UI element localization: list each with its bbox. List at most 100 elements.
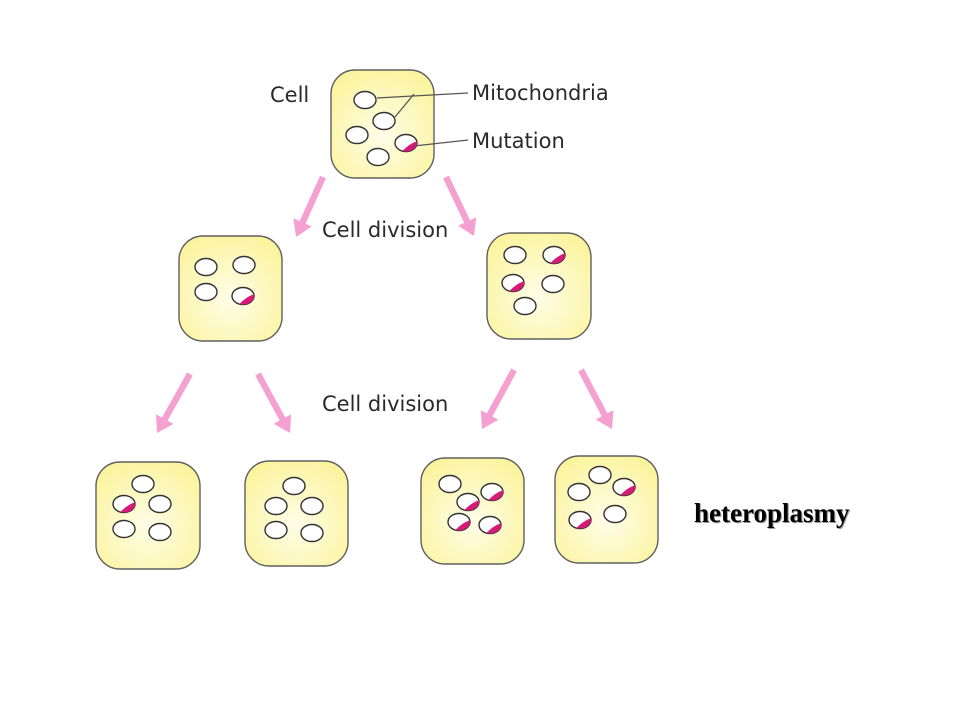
mutated-mitochondrion [480,482,504,502]
mitochondrion-body [282,476,306,496]
mitochondrion [372,111,396,131]
cell-division-label-1: Cell division [322,218,448,242]
mitochondrion [353,90,377,110]
mutation-mark [464,500,480,511]
cell-body [244,460,349,567]
mitochondrion [345,125,369,145]
cell-gen1-left [178,235,283,342]
mitochondrion [194,282,218,302]
mitochondrion-body [366,147,390,167]
mitochondrion-body [567,482,591,502]
mutation-mark [620,485,636,496]
mutated-mitochondrion [612,477,636,497]
mitochondrion [148,494,172,514]
division-arrow [480,368,517,429]
mutation-label: Mutation [472,129,565,153]
mutation-mark [455,520,471,531]
mitochondrion [300,496,324,516]
mitochondrion-body [541,274,565,294]
mutation-mark [402,141,418,152]
mutation-mark [486,523,502,534]
mitochondrion [588,465,612,485]
mitochondrion-body [588,465,612,485]
mutated-mitochondrion [478,515,502,535]
mitochondrion-body [148,522,172,542]
mitochondrion [567,482,591,502]
mitochondrion [503,245,527,265]
cell-gen2-4-mitochondria [567,465,636,530]
mitochondrion [366,147,390,167]
mutated-mitochondrion [231,286,255,306]
mitochondrion-body [513,296,537,316]
mitochondrion-body [372,111,396,131]
mitochondrion-body [345,125,369,145]
cell-division-label-2: Cell division [322,392,448,416]
mutated-mitochondrion [501,273,525,293]
mitochondrion-body [232,255,256,275]
division-arrows [156,175,614,433]
mutation-mark [509,281,525,292]
heteroplasmy-label: heteroplasmy [694,498,850,528]
mitochondrion [112,519,136,539]
cell-body [178,235,283,342]
mitochondria-layer [112,90,636,543]
division-arrow [156,372,193,433]
cell-gen2-3-mitochondria [438,474,504,535]
mitochondrion-body [194,257,218,277]
mutation-mark [576,518,592,529]
mitochondrion [148,522,172,542]
mitochondrion [513,296,537,316]
division-arrow [255,372,292,433]
mitochondrion [300,523,324,543]
mitochondrion-body [264,520,288,540]
mitochondrion [194,257,218,277]
mitochondrion-body [503,245,527,265]
leader-lines [376,92,469,147]
mutation-leader-line [413,139,469,147]
mitochondrion [282,476,306,496]
mitochondrion-body [131,474,155,494]
mutation-mark [488,490,504,501]
cell-gen1-left-mitochondria [194,255,256,306]
mitochondrion [232,255,256,275]
cell-label: Cell [270,83,309,107]
cell-gen2-2-mitochondria [264,476,324,543]
mitochondrion-body [194,282,218,302]
mutation-mark [120,502,136,513]
mitochondrion-body [148,494,172,514]
cell-body [420,457,525,565]
cell-gen1-right-mitochondria [501,245,566,316]
mutated-mitochondrion [394,133,418,153]
mutated-mitochondrion [112,494,136,514]
mitochondrion [541,274,565,294]
mitochondria-leader-line-2 [394,93,415,118]
mitochondrion-body [603,504,627,524]
division-arrow [443,175,477,236]
cell-gen2-1-mitochondria [112,474,172,542]
cell-body [95,461,201,570]
mitochondrion [264,520,288,540]
mitochondria-leader-line [376,92,469,99]
mitochondrion [264,496,288,516]
mutated-mitochondrion [568,510,592,530]
mutated-mitochondrion [447,512,471,532]
cell-gen2-2 [244,460,349,567]
mitochondrion-body [438,474,462,494]
mitochondrion-body [264,496,288,516]
cell-gen2-1 [95,461,201,570]
cell-parent-mitochondria [345,90,418,167]
mitochondrion-body [300,496,324,516]
mitochondrion-body [112,519,136,539]
mutation-mark [239,294,255,305]
cell-gen2-3 [420,457,525,565]
mitochondrion-body [300,523,324,543]
mutated-mitochondrion [542,245,566,265]
mitochondrion [603,504,627,524]
division-arrow [293,175,326,237]
mutated-mitochondrion [456,492,480,512]
mutation-mark [550,253,566,264]
mitochondrion [131,474,155,494]
mitochondrion-body [353,90,377,110]
mitochondria-label: Mitochondria [472,81,609,105]
